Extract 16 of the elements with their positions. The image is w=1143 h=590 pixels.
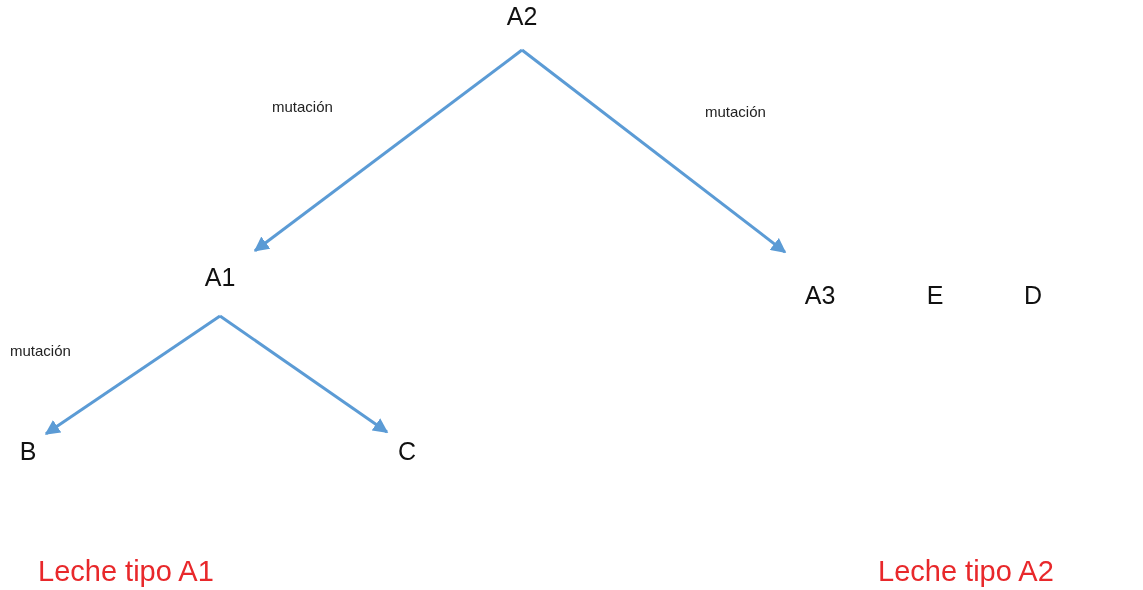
node-label: D — [1023, 283, 1043, 308]
arrow — [44, 314, 221, 436]
node-label: A2 — [506, 4, 538, 29]
node-label: B — [19, 439, 37, 464]
node-label: C — [397, 439, 417, 464]
caption-text: Leche tipo A1 — [38, 555, 214, 588]
arrow — [253, 48, 523, 252]
node-label: A1 — [204, 264, 236, 290]
edge-label: mutación — [705, 103, 766, 120]
arrow — [521, 48, 787, 254]
edge-label: mutación — [272, 98, 333, 115]
arrow — [219, 314, 389, 434]
edge-label: mutación — [10, 342, 71, 359]
node-label: E — [926, 283, 944, 308]
node-label: A3 — [804, 283, 836, 308]
caption-text: Leche tipo A2 — [878, 555, 1054, 588]
